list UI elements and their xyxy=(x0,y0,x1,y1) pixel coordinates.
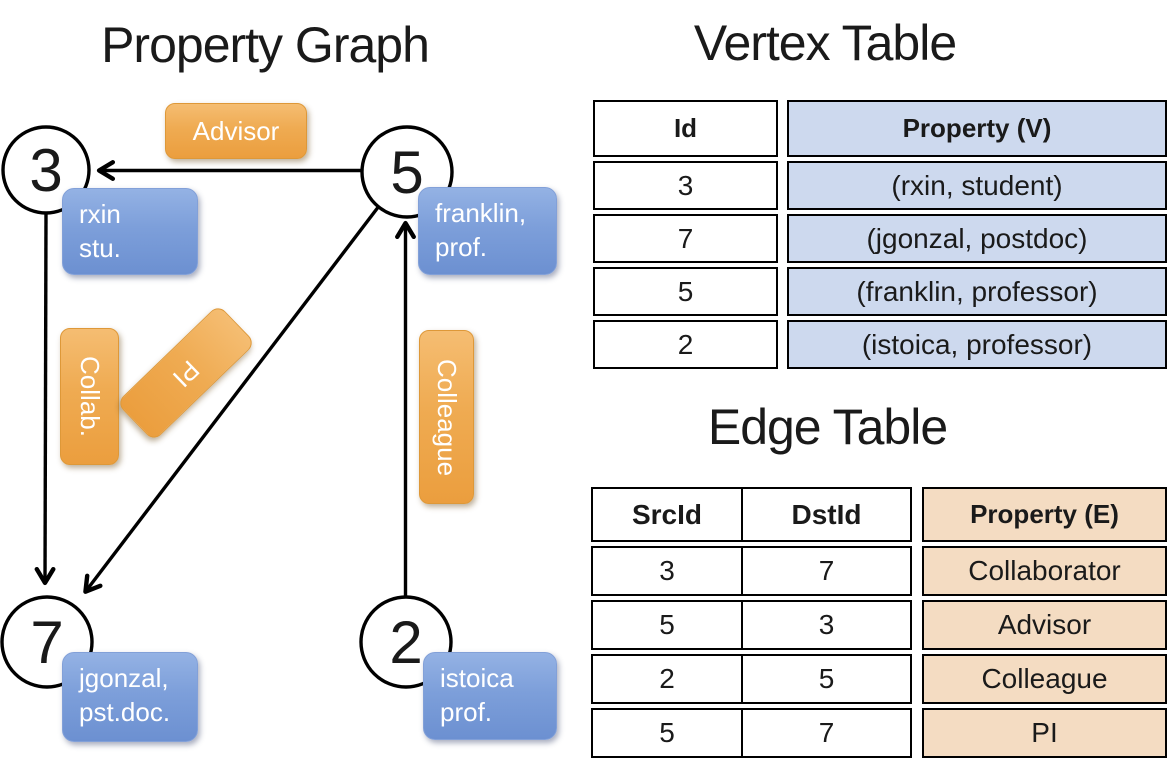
edge-row-srcid: 5 xyxy=(593,602,743,648)
node-3-id: 3 xyxy=(29,137,62,204)
edge-label-advisor: Advisor xyxy=(165,103,307,159)
node-box-istoica-line2: prof. xyxy=(440,697,493,727)
node-box-rxin: rxin stu. xyxy=(62,188,198,275)
edge-row-property: Collaborator xyxy=(922,546,1167,596)
edge-label-advisor-text: Advisor xyxy=(192,115,280,146)
vertex-row-id: 3 xyxy=(593,161,778,210)
edge-row-dstid: 7 xyxy=(818,555,835,586)
edge-row-srcid: 3 xyxy=(593,548,743,594)
edge-row-idpair: 3 7 xyxy=(591,546,912,596)
edge-pi-5-to-7 xyxy=(83,204,381,594)
edge-collaborator-3-to-7 xyxy=(34,213,56,586)
edge-row-property: Advisor xyxy=(922,600,1167,650)
vertex-row-property: (franklin, professor) xyxy=(787,267,1167,316)
node-box-istoica: istoica prof. xyxy=(423,652,557,740)
table-row: 2 (istoica, professor) xyxy=(593,320,1167,369)
edge-table-header-dstid: DstId xyxy=(791,498,862,530)
edge-label-colleague-text: Colleague xyxy=(432,358,462,476)
edge-row-srcid: 2 xyxy=(593,656,743,702)
node-box-jgonzal: jgonzal, pst.doc. xyxy=(62,652,198,742)
edge-row-dstid: 7 xyxy=(818,717,835,748)
vertex-row-property: (jgonzal, postdoc) xyxy=(787,214,1167,263)
edge-row-dstid: 5 xyxy=(818,663,835,694)
vertex-row-property: (istoica, professor) xyxy=(787,320,1167,369)
edge-label-collab: Collab. xyxy=(60,328,119,465)
edge-row-dstid: 3 xyxy=(818,609,835,640)
node-box-rxin-line1: rxin xyxy=(79,199,121,229)
edge-label-collab-text: Collab. xyxy=(75,356,105,437)
table-row: 3 (rxin, student) xyxy=(593,161,1167,210)
edge-table-header-property: Property (E) xyxy=(922,487,1167,542)
node-box-jgonzal-line1: jgonzal, xyxy=(79,663,169,693)
vertex-table: Id Property (V) 3 (rxin, student) 7 (jgo… xyxy=(593,100,1167,373)
node-box-franklin-line2: prof. xyxy=(435,232,488,262)
node-box-franklin: franklin, prof. xyxy=(418,187,557,275)
node-box-rxin-line2: stu. xyxy=(79,233,121,263)
edge-row-property: PI xyxy=(922,708,1167,758)
edge-row-srcid: 5 xyxy=(593,710,743,756)
node-box-franklin-line1: franklin, xyxy=(435,198,527,228)
edge-label-pi-text: PI xyxy=(167,354,206,393)
edge-table-header-srcid: SrcId xyxy=(593,489,743,540)
table-row: 3 7 Collaborator xyxy=(591,546,1167,596)
edge-row-property: Colleague xyxy=(922,654,1167,704)
vertex-table-header-property: Property (V) xyxy=(787,100,1167,157)
vertex-table-header-row: Id Property (V) xyxy=(593,100,1167,157)
edge-label-colleague: Colleague xyxy=(419,330,474,504)
edge-table-title: Edge Table xyxy=(707,399,948,455)
table-row: 5 7 PI xyxy=(591,708,1167,758)
edge-row-idpair: 5 7 xyxy=(591,708,912,758)
vertex-row-id: 5 xyxy=(593,267,778,316)
vertex-row-id: 7 xyxy=(593,214,778,263)
table-row: 5 3 Advisor xyxy=(591,600,1167,650)
node-box-jgonzal-line2: pst.doc. xyxy=(79,697,171,727)
edge-table-header-row: SrcId DstId Property (E) xyxy=(591,487,1167,542)
table-row: 2 5 Colleague xyxy=(591,654,1167,704)
vertex-row-property: (rxin, student) xyxy=(787,161,1167,210)
table-row: 7 (jgonzal, postdoc) xyxy=(593,214,1167,263)
node-2-id: 2 xyxy=(389,609,422,676)
table-row: 5 (franklin, professor) xyxy=(593,267,1167,316)
property-graph-title: Property Graph xyxy=(101,17,430,73)
node-box-istoica-line1: istoica xyxy=(440,663,514,693)
vertex-table-header-id: Id xyxy=(593,100,778,157)
vertex-table-title: Vertex Table xyxy=(693,15,957,71)
node-7-id: 7 xyxy=(30,609,63,676)
vertex-row-id: 2 xyxy=(593,320,778,369)
edge-row-idpair: 5 3 xyxy=(591,600,912,650)
edge-table: SrcId DstId Property (E) 3 7 Collaborato… xyxy=(591,487,1167,762)
edge-row-idpair: 2 5 xyxy=(591,654,912,704)
edge-table-header-idpair: SrcId DstId xyxy=(591,487,912,542)
